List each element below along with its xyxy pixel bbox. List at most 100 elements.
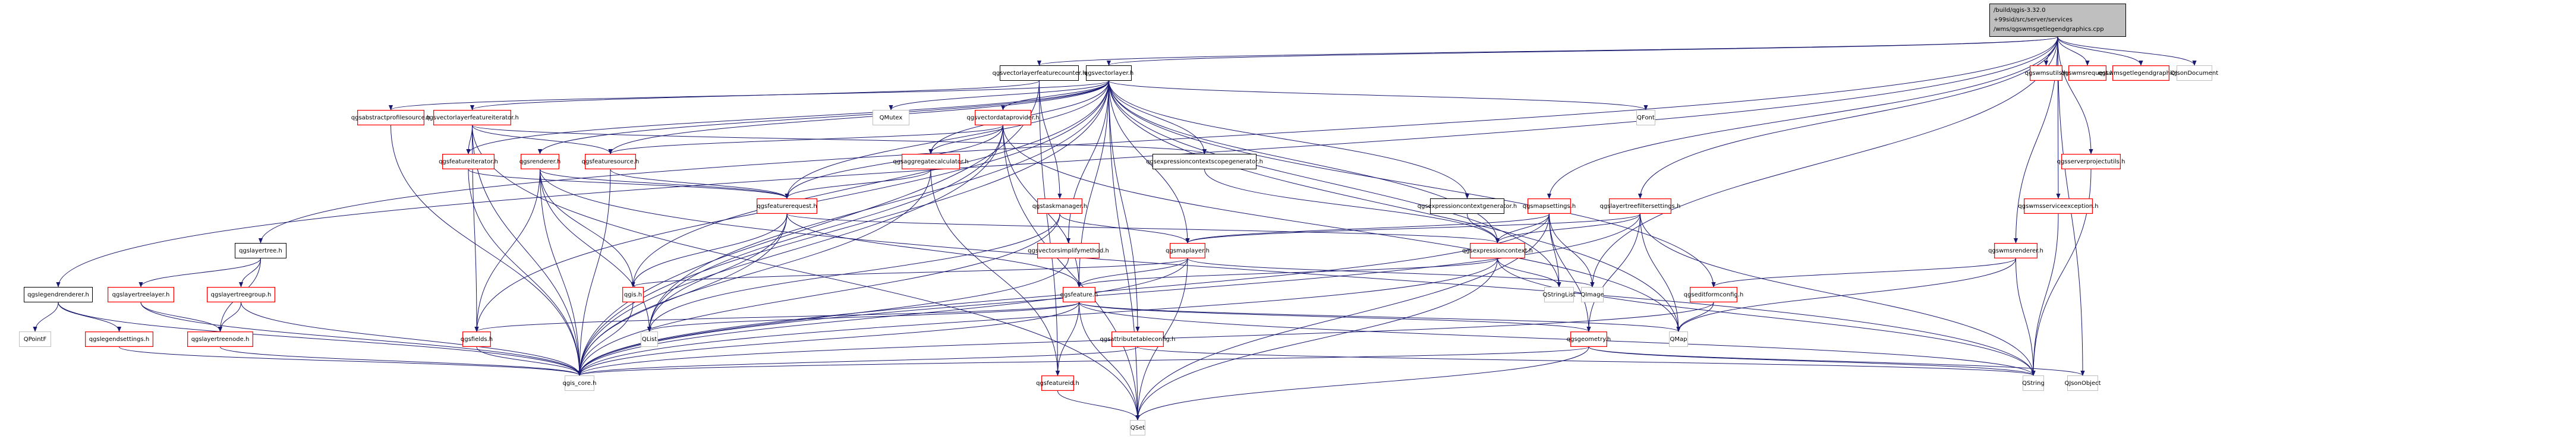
node-qgsvectordataprovider[interactable]: qgsvectordataprovider.h [966,110,1040,125]
node-qgswmsrequest[interactable]: qgswmsrequest.h [2061,65,2114,81]
node-qgsfeatureid[interactable]: qgsfeatureid.h [1036,375,1079,391]
edge-qgsfeature-to-QString [1079,302,2036,376]
node-qgis_core[interactable]: qgis_core.h [563,375,596,391]
node-qgswmsrenderer[interactable]: qgswmsrenderer.h [1988,243,2043,258]
node-qgslayertree[interactable]: qgslayertree.h [235,243,286,258]
edge-qgsvectorlayer-to-qgsabstractprofilesource [389,80,1109,110]
node-qgslayertreelayer[interactable]: qgslayertreelayer.h [108,287,174,302]
edge-qgsfeatureiterator-to-qgis_core [468,169,582,376]
node-qgslayertreenode[interactable]: qgslayertreenode.h [187,331,253,347]
node-QImage[interactable]: QImage [1580,287,1604,302]
node-qgsvectorlayerfeaturecounter[interactable]: qgsvectorlayerfeaturecounter.h [993,65,1086,81]
node-qgsvectorlayer[interactable]: qgsvectorlayer.h [1084,65,1133,81]
node-QStringList[interactable]: QStringList [1542,287,1576,302]
root-node[interactable]: /build/qgis-3.32.0 +99sid/src/server/ser… [1989,4,2126,37]
node-qgsattributetableconfig[interactable]: qgsattributetableconfig.h [1100,331,1175,347]
edge-qgslegendsettings-to-qgis_core [119,346,582,376]
edge-qgsmapsettings-to-QImage [1549,213,1595,288]
node-qgis[interactable]: qgis.h [622,287,644,302]
node-qgsserverprojectutils[interactable]: qgsserverprojectutils.h [2057,154,2125,169]
edge-root-to-qgslegendrenderer [56,36,2058,288]
edge-qgslayertreefiltersettings-to-qgsmaplayer [1185,213,1640,244]
node-qgsvectorsimplifymethod[interactable]: qgsvectorsimplifymethod.h [1028,243,1109,258]
edge-qgsrenderer-to-qgsfields [474,169,540,332]
node-QJsonDocument[interactable]: QJsonDocument [2171,65,2218,81]
node-qgseditformconfig[interactable]: qgseditformconfig.h [1684,287,1743,302]
edge-qgsvectordataprovider-to-qgsfeaturesource [608,125,1003,154]
edge-qgsmapsettings-to-qgsgeometry [1549,213,1591,332]
node-qgsfields[interactable]: qgsfields.h [461,331,493,347]
edge-qgsfeature-to-QMap [1079,302,1681,332]
node-QList[interactable]: QList [641,331,658,347]
node-qgslegendrenderer[interactable]: qgslegendrenderer.h [24,287,93,302]
edge-root-to-qgsvectorlayer [1107,36,2058,66]
node-label: qgslayertreelayer.h [112,291,170,298]
node-qgstaskmanager[interactable]: qgstaskmanager.h [1032,198,1087,214]
edge-qgslegendrenderer-to-qgslegendsettings [58,302,122,332]
edge-root-to-QJsonDocument [2057,36,2197,66]
edge-qgsvectordataprovider-to-qgsfeaturerequest [785,125,1003,199]
node-qgsfeatureiterator[interactable]: qgsfeatureiterator.h [439,154,498,169]
node-label: qgsfeaturerequest.h [757,203,817,210]
node-qgswmsgetlegendgraphics[interactable]: qgswmsgetlegendgraphics.h [2098,65,2184,81]
edge-qgsvectorlayer-to-qgsexpressioncontextgenerator [1109,80,1470,199]
node-qgswmsserviceexception[interactable]: qgswmsserviceexception.h [2018,198,2099,214]
node-label: QJsonObject [2064,380,2101,387]
node-qgslayertreegroup[interactable]: qgslayertreegroup.h [207,287,275,302]
edge-qgsvectordataprovider-to-qgsaggregatecalculator [928,125,1003,154]
edge-qgsattributetableconfig-to-QString [1137,346,2036,376]
edge-qgsvectorlayer-to-QSet [1109,80,1140,421]
node-qgsexpressioncontextgenerator[interactable]: qgsexpressioncontextgenerator.h [1418,198,1517,214]
node-label: qgsfeaturesource.h [581,158,640,165]
edge-qgsmapsettings-to-qgsexpressioncontext [1495,213,1550,244]
node-label: QMap [1670,336,1687,343]
edge-qgslayertree-to-qgslayertreelayer [138,258,261,288]
node-qgsrenderer[interactable]: qgsrenderer.h [519,154,560,169]
node-label: qgswmsrequest.h [2061,70,2114,77]
edge-qgslayertree-to-qgslayertreegroup [238,258,261,288]
node-qgslayertreefiltersettings[interactable]: qgslayertreefiltersettings.h [1600,198,1680,214]
node-label: qgsaggregatecalculator.h [893,158,969,165]
node-qgsexpressioncontext[interactable]: qgsexpressioncontext.h [1462,243,1533,258]
node-qgsabstractprofilesource[interactable]: qgsabstractprofilesource.h [351,110,430,125]
node-QSet[interactable]: QSet [1130,420,1145,435]
root-path-line-2: +99sid/src/server/services [1994,17,2073,23]
node-qgsgeometry[interactable]: qgsgeometry.h [1567,331,1611,347]
edge-qgsvectorlayer-to-qgsfeatureiterator [466,80,1109,154]
node-qgsmapsettings[interactable]: qgsmapsettings.h [1523,198,1576,214]
node-label: qgstaskmanager.h [1032,203,1088,210]
node-qgslegendsettings[interactable]: qgslegendsettings.h [85,331,153,347]
node-QPointF[interactable]: QPointF [19,331,51,347]
node-qgsmaplayer[interactable]: qgsmaplayer.h [1166,243,1210,258]
node-label: qgslayertree.h [239,247,282,254]
edge-qgsrenderer-to-qgis_core [540,169,582,376]
node-QString[interactable]: QString [2022,375,2045,391]
edge-qgsvectorlayer-to-QList [647,80,1109,332]
node-qgswmsutils[interactable]: qgswmsutils.h [2025,65,2067,81]
edge-qgsaggregatecalculator-to-qgsfeatureid [930,169,1060,376]
node-QMutex[interactable]: QMutex [873,110,909,125]
node-QFont[interactable]: QFont [1636,110,1655,125]
node-qgsaggregatecalculator[interactable]: qgsaggregatecalculator.h [893,154,969,169]
edge-qgsvectorlayer-to-qgsrenderer [538,80,1109,154]
node-qgsexpressioncontextscopegenerator[interactable]: qgsexpressioncontextscopegenerator.h [1146,154,1263,169]
edge-qgis-to-qgis_core [577,302,634,376]
edge-qgsfeaturesource-to-qgis_core [577,169,611,376]
node-qgsfeaturerequest[interactable]: qgsfeaturerequest.h [757,198,817,214]
node-QMap[interactable]: QMap [1669,331,1688,347]
node-qgsvectorlayerfeatureiterator[interactable]: qgsvectorlayerfeatureiterator.h [426,110,519,125]
edge-qgsvectorlayerfeatureiterator-to-qgis_core [472,125,582,376]
node-qgsfeaturesource[interactable]: qgsfeaturesource.h [582,154,639,169]
node-qgsfeature[interactable]: qgsfeature.h [1060,287,1098,302]
edge-qgseditformconfig-to-QMap [1676,302,1714,332]
edge-qgsexpressioncontext-to-qgis_core [577,258,1498,376]
edge-qgsvectorlayer-to-qgseditformconfig [1109,80,1716,288]
node-label: qgsvectorlayerfeaturecounter.h [992,70,1087,77]
edge-qgsfeatureid-to-QSet [1057,390,1140,421]
edge-qgsfeature-to-qgsgeometry [1079,302,1591,332]
edge-qgsfeature-to-qgis_core [577,302,1079,376]
edge-qgsvectorlayer-to-qgsfeaturerequest [785,80,1109,199]
node-label: qgsvectorlayerfeatureiterator.h [426,114,519,121]
node-QJsonObject[interactable]: QJsonObject [2064,375,2101,391]
